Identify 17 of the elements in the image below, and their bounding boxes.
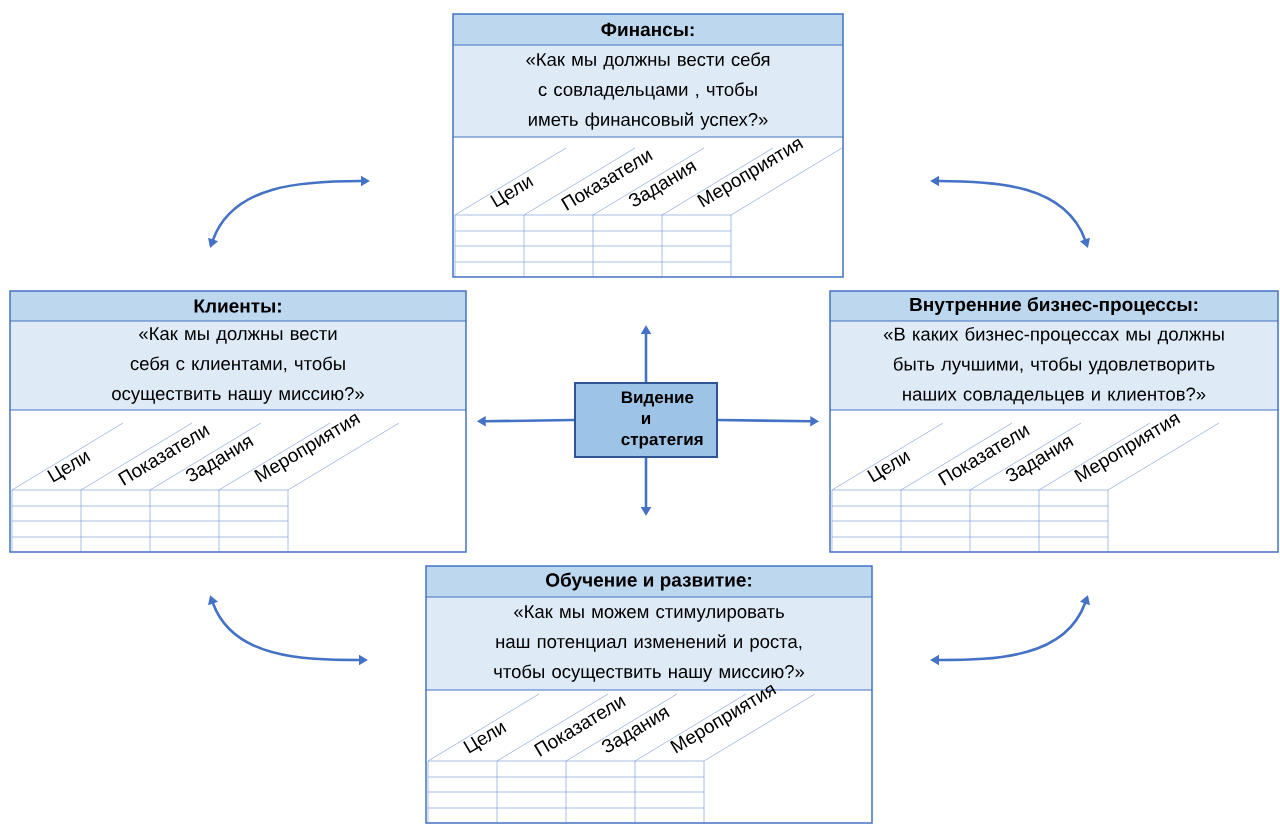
column-header: Цели [463, 722, 507, 754]
panel-heading: Внутренние бизнес-процессы: [910, 297, 1198, 315]
column-header: Цели [490, 176, 534, 208]
question-text: «Как мы должны вести себя с клиентами, чтобы осуществить нашу миссию?» [112, 327, 364, 404]
column-header: Цели [867, 451, 911, 483]
question-text: «Как мы можем стимулировать наш потенциал изменений и роста, чтобы осуществить нашу миссию?» [494, 605, 805, 682]
panel [9, 290, 467, 553]
panel [425, 565, 873, 824]
question-text: «Как мы должны вести себя с совладельцами , чтобы иметь финансовый успех?» [526, 52, 770, 130]
panel [452, 13, 844, 278]
panel-heading: Обучение и развитие: [546, 572, 751, 591]
panel-heading: Финансы: [601, 22, 694, 37]
center-box: Видение и стратегия [574, 382, 718, 458]
column-header: Цели [47, 451, 91, 483]
panel-heading: Клиенты: [194, 299, 281, 313]
panel [829, 290, 1279, 553]
question-text: «В каких бизнес-процессах мы должны быть лучшими, чтобы удовлетворить наших совладельцев и клиентов?» [883, 326, 1224, 405]
